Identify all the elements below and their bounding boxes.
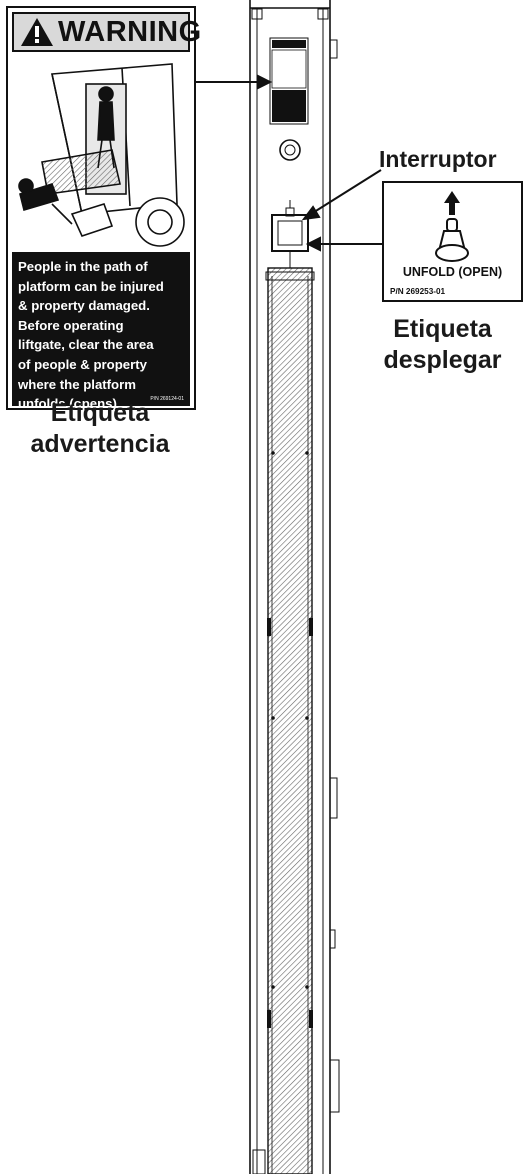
warning-caption-line2: advertencia [30,430,170,458]
warning-triangle-icon [21,18,53,46]
unfold-part-number: P/N 269253-01 [390,287,446,296]
warning-message-line: liftgate, clear the area [18,337,154,353]
warning-message-line: & property damaged. [18,298,150,314]
liftgate-hazard-illustration [18,63,185,247]
unfold-label: UNFOLD (OPEN) [402,265,503,279]
warning-decal-caption: Etiqueta advertencia [12,398,188,460]
warning-message-line: unfolds (opens). [18,396,121,412]
warning-message-line: Before operating [18,317,124,333]
warning-message-line: People in the path of [18,259,148,274]
warning-caption-line1: Etiqueta [50,399,150,427]
warning-part-number: P/N 269124-01 [150,396,184,402]
unfold-caption-line2: desplegar [383,346,502,374]
warning-decal: WARNING People in [6,6,201,411]
warning-message-line: where the platform [18,376,136,392]
unfold-decal-caption: Etiqueta desplegar [355,314,530,376]
warning-signal-word: WARNING [58,16,202,48]
warning-message: People in the path of platform can be in… [12,252,190,411]
warning-message-line: platform can be injured [18,278,164,294]
unfold-caption-line1: Etiqueta [393,315,492,343]
switch-callout-label: Interruptor [379,146,497,172]
warning-message-line: of people & property [18,356,147,372]
unfold-decal: UNFOLD (OPEN) P/N 269253-01 [382,181,523,302]
toggle-switch-up-icon [435,191,469,262]
warning-header: WARNING [12,12,201,52]
